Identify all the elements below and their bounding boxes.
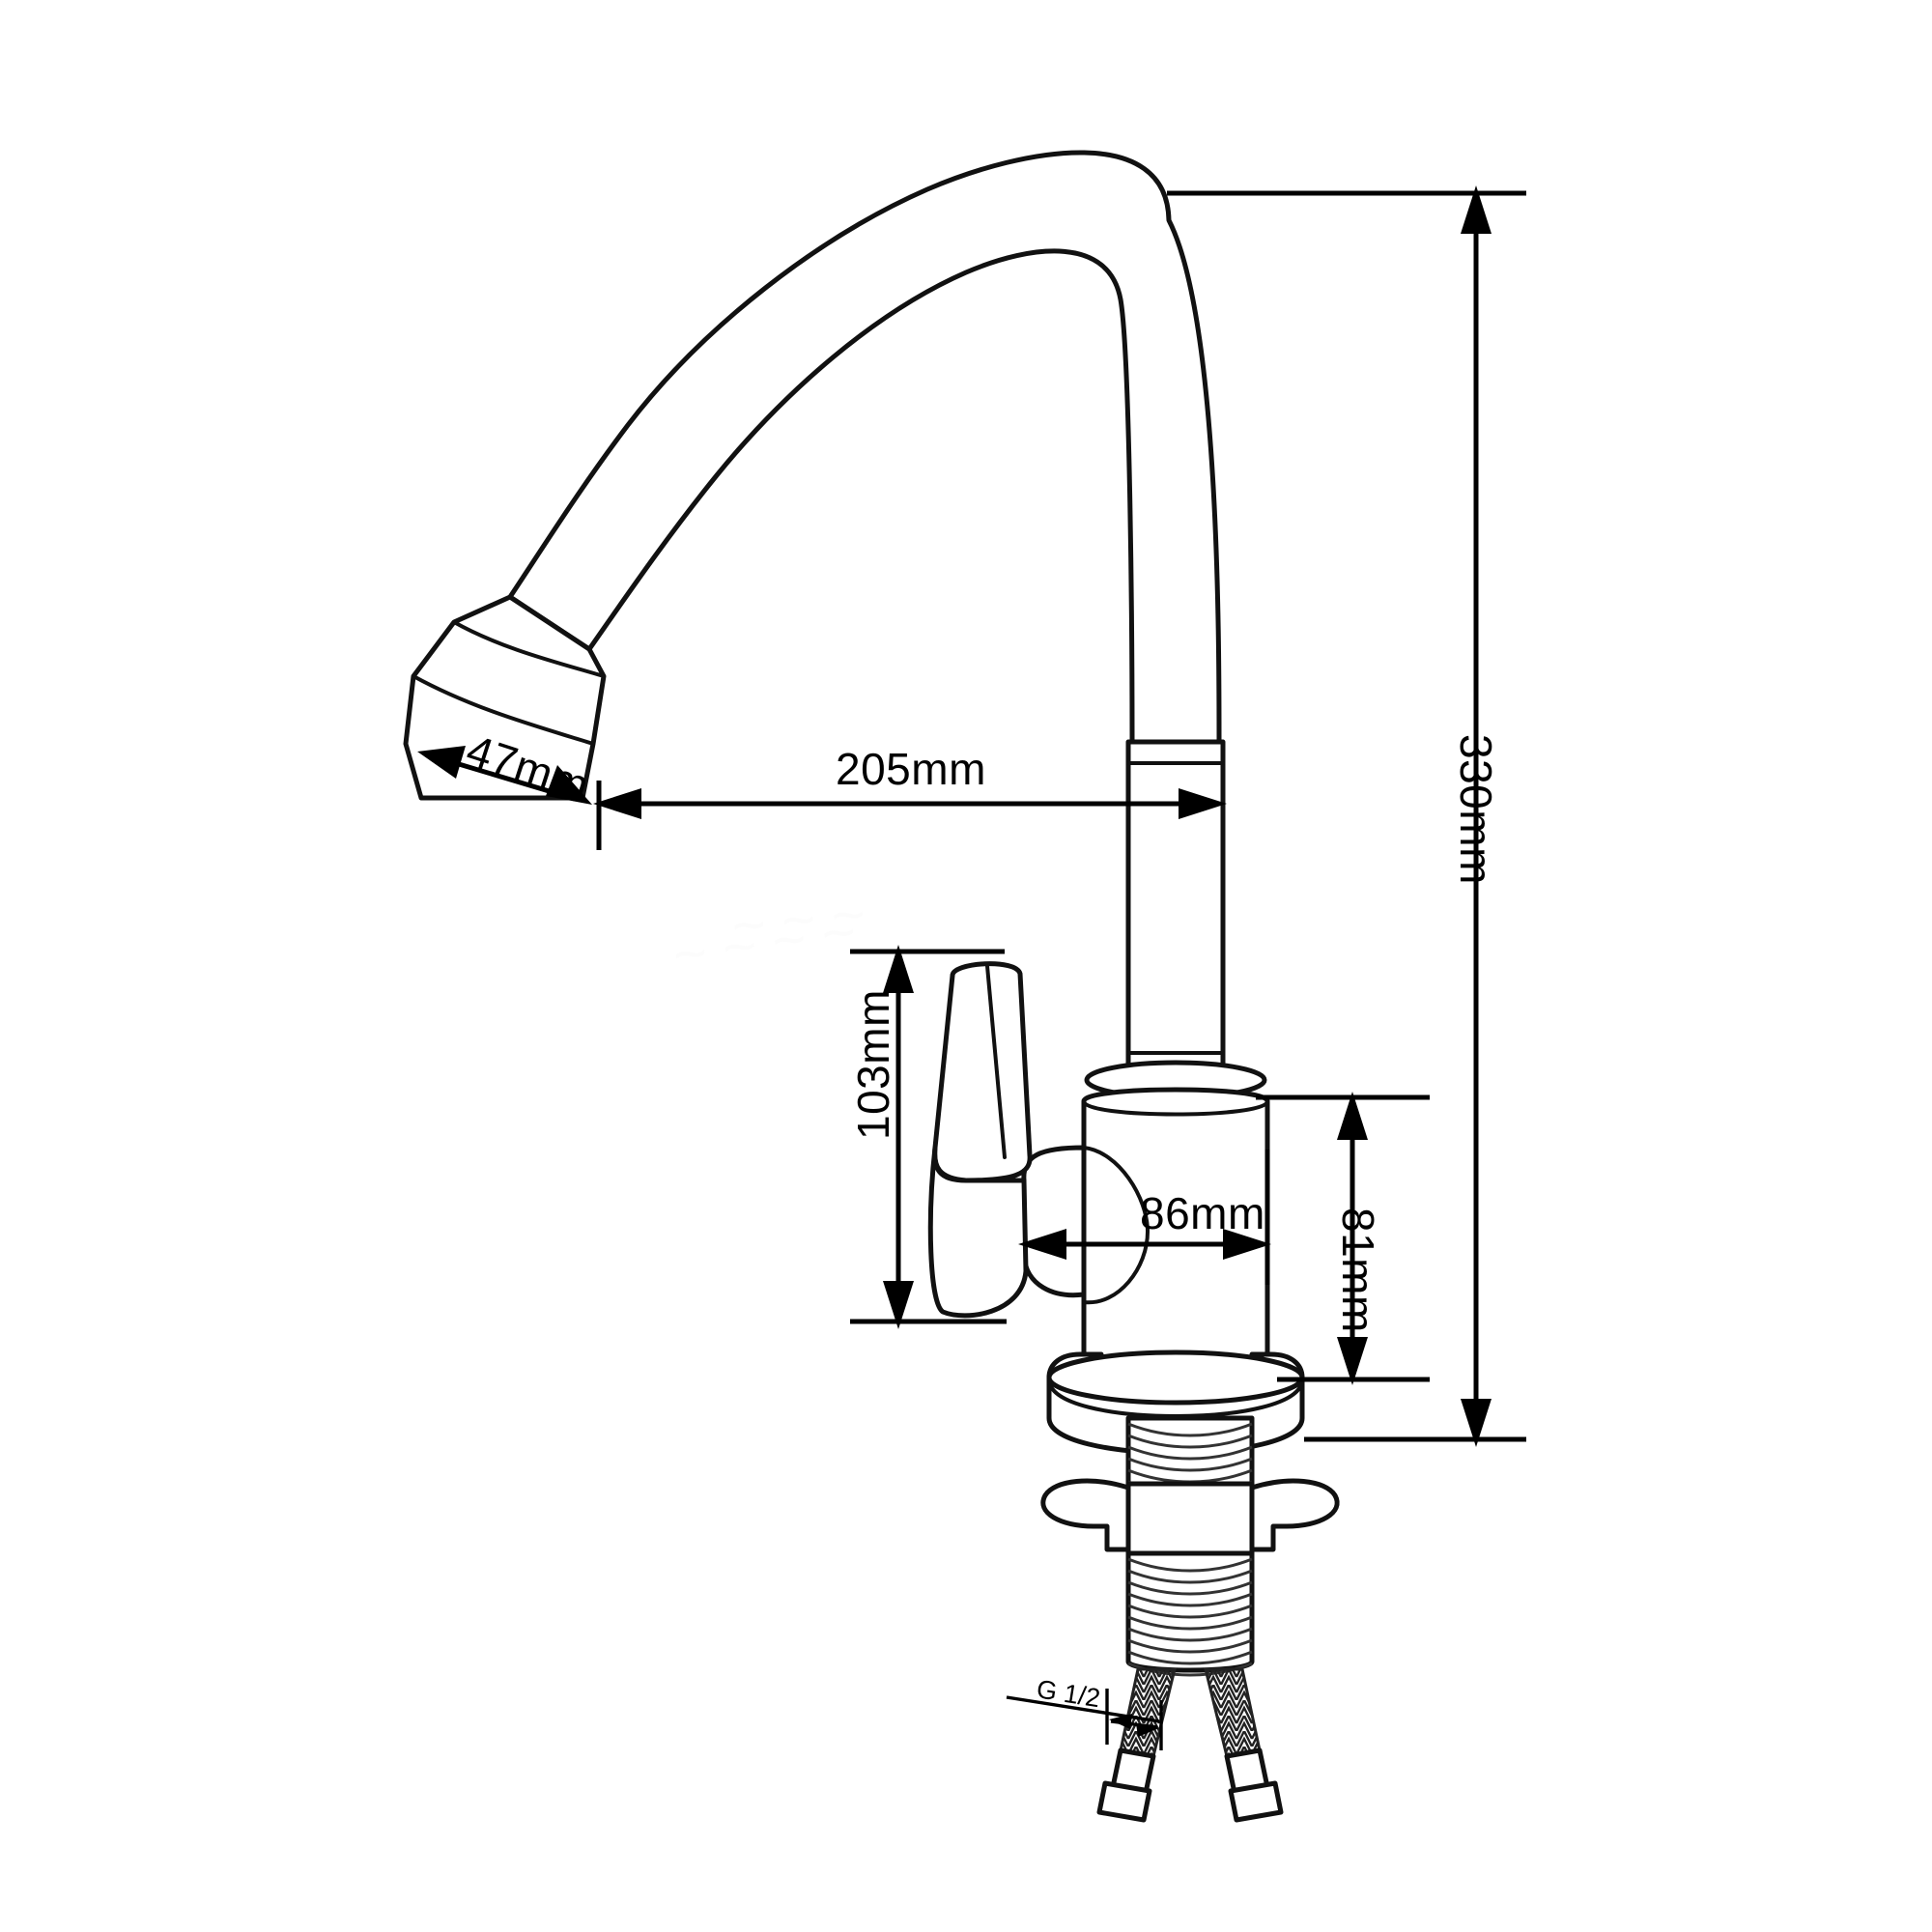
supply-hose-left [1096,1667,1177,1823]
thread-lines-lower [1127,1557,1253,1677]
lever-handle [927,961,1033,1319]
dimension-spout-reach: 205mm [593,744,1227,850]
dimension-label-103mm: 103mm [848,989,898,1140]
dimension-label-330mm: 330mm [1451,734,1501,885]
svg-text:~ ~ ~: ~ ~ ~ [728,881,868,959]
dimension-overall-height: 330mm [1167,185,1526,1447]
wing-nut [1040,1478,1340,1558]
dimension-body-height: 81mm [1256,1092,1430,1385]
dimension-body-depth: 86mm [1018,1150,1271,1285]
dimension-handle-height: 103mm [848,945,1007,1329]
threaded-shank-lower [1125,1550,1255,1677]
dimension-label-205mm: 205mm [836,744,986,794]
handle-hub [1021,1145,1150,1305]
supply-hose-right [1204,1667,1284,1823]
dimension-label-86mm: 86mm [1140,1188,1265,1238]
dimension-label-81mm: 81mm [1333,1208,1383,1333]
